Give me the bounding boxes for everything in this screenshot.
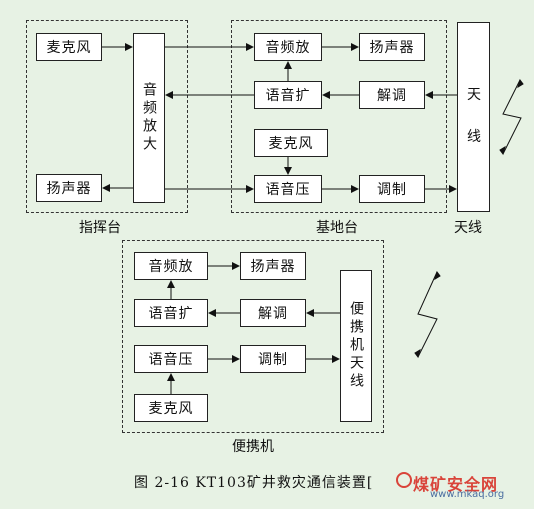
base-expander-block: 语音扩	[254, 81, 322, 109]
base-station-label: 基地台	[316, 220, 358, 236]
watermark-emblem	[396, 472, 412, 488]
antenna-block-text: 天线	[467, 87, 481, 145]
base-demod-block: 解调	[359, 81, 425, 109]
radio-link-symbol-bottom	[417, 271, 438, 358]
antenna-block	[457, 22, 490, 212]
command-speaker-block: 扬声器	[36, 174, 102, 202]
portable-unit-label: 便携机	[232, 439, 274, 455]
portable-compressor-block: 语音压	[134, 345, 208, 373]
command-station-label: 指挥台	[79, 220, 121, 236]
portable-audio-amp-block: 音频放	[134, 252, 208, 280]
watermark-logo-text: 煤矿安全网	[413, 475, 499, 494]
base-mic-block: 麦克风	[254, 129, 328, 157]
command-station-frame	[26, 20, 188, 213]
portable-expander-block: 语音扩	[134, 299, 208, 327]
radio-link-symbol-top	[502, 79, 522, 155]
figure-caption: 图 2-16 KT103矿井救灾通信装置[	[134, 475, 374, 491]
base-audio-amp-block: 音频放	[254, 33, 322, 61]
base-mod-block: 调制	[359, 175, 425, 203]
portable-speaker-block: 扬声器	[240, 252, 306, 280]
base-compressor-block: 语音压	[254, 175, 322, 203]
portable-mod-block: 调制	[240, 345, 306, 373]
command-audio-amp-block: 音频放大	[133, 33, 165, 203]
portable-demod-block: 解调	[240, 299, 306, 327]
antenna-label: 天线	[454, 220, 482, 236]
base-speaker-block: 扬声器	[359, 33, 425, 61]
portable-mic-block: 麦克风	[134, 394, 208, 422]
command-mic-block: 麦克风	[36, 33, 102, 61]
watermark-url: www.mkaq.org	[430, 489, 505, 500]
portable-antenna-block: 便携机天线	[340, 270, 372, 422]
base-station-frame	[231, 20, 447, 213]
portable-unit-frame	[122, 240, 384, 433]
